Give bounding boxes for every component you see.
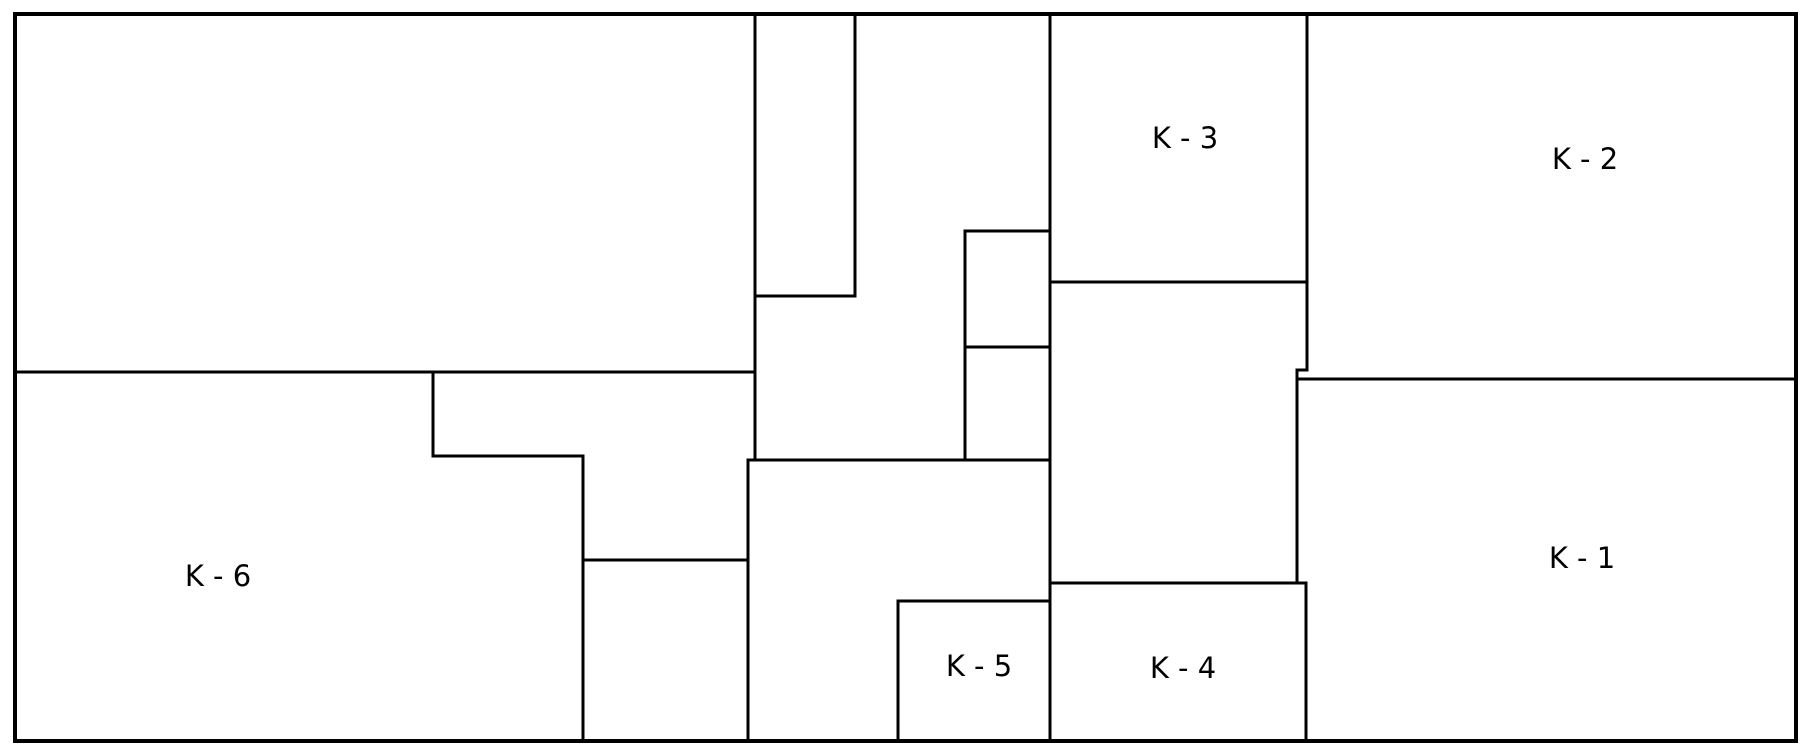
- wall-small-cells: [963, 229, 1052, 462]
- room-label-k5: K - 5: [946, 649, 1012, 683]
- room-label-k6: K - 6: [185, 559, 251, 593]
- wall-k4-room: [1048, 581, 1308, 743]
- room-label-k1: K - 1: [1549, 541, 1615, 575]
- wall-center-block: [746, 458, 1052, 743]
- wall-notch-left: [431, 370, 585, 743]
- room-label-k4: K - 4: [1150, 651, 1216, 685]
- room-label-k3: K - 3: [1152, 121, 1218, 155]
- wall-k5-room: [896, 599, 1052, 743]
- wall-narrow-closet: [753, 12, 857, 298]
- room-label-k2: K - 2: [1552, 142, 1618, 176]
